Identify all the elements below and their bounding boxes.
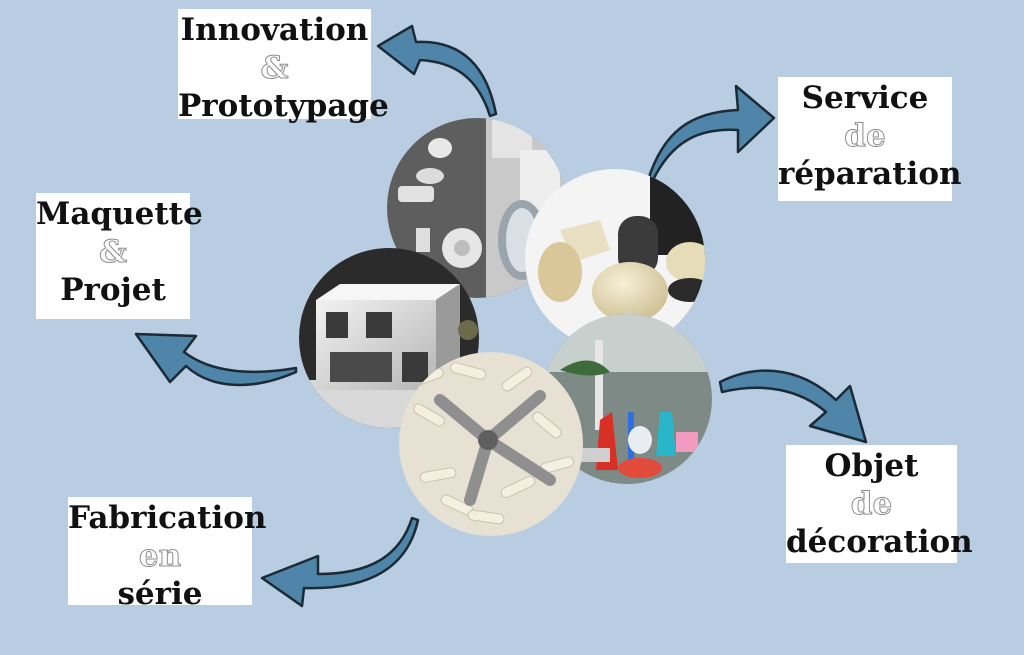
label-line: décoration [786, 524, 973, 560]
label-line: Fabrication [68, 500, 267, 536]
arrow-to-objet [718, 369, 868, 444]
curved-arrow-icon [376, 24, 498, 118]
label-line: Prototypage [178, 88, 389, 124]
label-service-reparation: Service de réparation [778, 77, 962, 201]
curved-arrow-icon [134, 332, 298, 387]
label-objet-decoration: Objet de décoration [786, 445, 973, 563]
label-line: série [117, 576, 203, 612]
label-line: Maquette [36, 196, 203, 232]
arrow-to-innovation [376, 24, 498, 118]
label-line: Objet [824, 448, 919, 484]
label-line: réparation [778, 156, 962, 192]
curved-arrow-icon [646, 84, 776, 184]
label-connector: en [138, 538, 182, 575]
label-connector: de [850, 486, 893, 523]
label-maquette-projet: Maquette & Projet [36, 193, 203, 319]
photo-reparation [525, 169, 705, 349]
label-fabrication-serie: Fabrication en série [68, 497, 267, 612]
curved-arrow-icon [718, 369, 868, 444]
photo-fabrication [399, 352, 583, 536]
label-connector: de [844, 118, 886, 155]
label-line: Service [801, 80, 929, 116]
label-line: Innovation [180, 12, 369, 48]
label-line: Projet [60, 272, 166, 308]
arrow-to-fabrication [260, 516, 420, 608]
label-connector: & [99, 234, 128, 271]
arrow-to-maquette [134, 332, 298, 387]
label-innovation-prototypage: Innovation & Prototypage [178, 9, 389, 124]
arrow-to-service [646, 84, 776, 184]
curved-arrow-icon [260, 516, 420, 608]
label-connector: & [260, 50, 289, 87]
